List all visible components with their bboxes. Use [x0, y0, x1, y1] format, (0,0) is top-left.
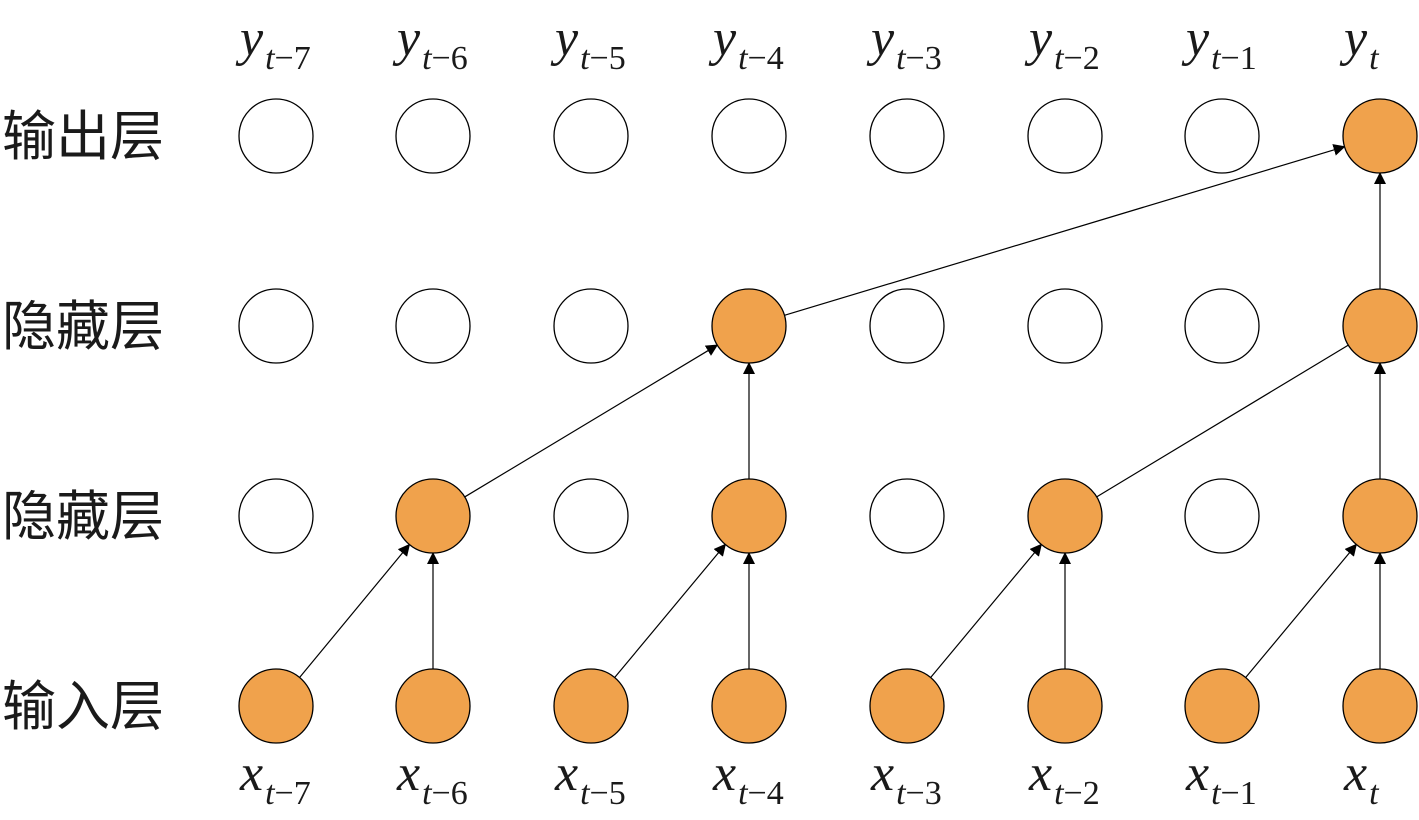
output-variable-label-4: yt−3 [866, 10, 942, 77]
layer-label-hidden-2: 隐藏层 [2, 295, 164, 358]
node-hidden2-2-inactive [553, 288, 629, 364]
node-input-6-active [1184, 668, 1260, 744]
output-variable-label-6: yt−1 [1181, 10, 1257, 77]
node-hidden2-4-inactive [869, 288, 945, 364]
output-variable-label-3: yt−4 [708, 10, 784, 77]
input-variable-label-1: xt−6 [396, 745, 468, 812]
node-hidden2-1-inactive [395, 288, 471, 364]
layer-label-hidden-1: 隐藏层 [2, 485, 164, 548]
input-variable-labels: xt−7 xt−6 xt−5 xt−4 xt−3 xt−2 xt−1 xt [239, 745, 1380, 812]
edge-line [1096, 344, 1349, 498]
output-variable-label-5: yt−2 [1024, 10, 1100, 77]
output-variable-labels: yt−7 yt−6 yt−5 yt−4 yt−3 yt−2 yt−1 yt [235, 10, 1380, 77]
node-input-3-active [711, 668, 787, 744]
node-input-1-active [395, 668, 471, 744]
node-input-0-active [238, 668, 314, 744]
input-variable-label-5: xt−2 [1028, 745, 1100, 812]
output-variable-label-2: yt−5 [550, 10, 626, 77]
output-variable-label-1: yt−6 [392, 10, 468, 77]
node-hidden2-6-inactive [1184, 288, 1260, 364]
node-hidden2-3-active [711, 288, 787, 364]
node-input-7-active [1342, 668, 1418, 744]
edge-arrow [614, 543, 726, 678]
input-variable-label-7: xt [1343, 745, 1380, 812]
node-hidden2-5-inactive [1027, 288, 1103, 364]
node-hidden1-5-active [1027, 478, 1103, 554]
input-variable-label-0: xt−7 [239, 745, 311, 812]
node-output-4-inactive [869, 98, 945, 174]
node-output-7-active [1342, 98, 1418, 174]
output-variable-label-0: yt−7 [235, 10, 311, 77]
edge-arrow [464, 344, 719, 498]
node-hidden1-7-active [1342, 478, 1418, 554]
node-output-5-inactive [1027, 98, 1103, 174]
input-variable-label-4: xt−3 [870, 745, 942, 812]
edge-arrow [1245, 543, 1357, 678]
edge-arrow [930, 543, 1042, 678]
node-input-5-active [1027, 668, 1103, 744]
layer-label-input: 输入层 [2, 675, 164, 738]
edges [299, 144, 1386, 678]
node-output-0-inactive [238, 98, 314, 174]
edge-arrow [784, 144, 1346, 316]
node-hidden2-7-active [1342, 288, 1418, 364]
input-variable-label-3: xt−4 [712, 745, 784, 812]
node-hidden1-6-inactive [1184, 478, 1260, 554]
output-variable-label-7: yt [1339, 10, 1380, 77]
node-output-3-inactive [711, 98, 787, 174]
edge-arrow [299, 543, 411, 678]
node-output-2-inactive [553, 98, 629, 174]
node-hidden2-0-inactive [238, 288, 314, 364]
node-hidden1-0-inactive [238, 478, 314, 554]
node-output-1-inactive [395, 98, 471, 174]
node-hidden1-1-active [395, 478, 471, 554]
node-hidden1-2-inactive [553, 478, 629, 554]
node-input-2-active [553, 668, 629, 744]
layer-labels: 输出层 隐藏层 隐藏层 输入层 [2, 105, 164, 738]
input-variable-label-6: xt−1 [1185, 745, 1257, 812]
node-hidden1-3-active [711, 478, 787, 554]
node-hidden1-4-inactive [869, 478, 945, 554]
node-input-4-active [869, 668, 945, 744]
node-output-6-inactive [1184, 98, 1260, 174]
nodes [238, 98, 1418, 744]
layer-label-output: 输出层 [2, 105, 164, 168]
input-variable-label-2: xt−5 [554, 745, 626, 812]
